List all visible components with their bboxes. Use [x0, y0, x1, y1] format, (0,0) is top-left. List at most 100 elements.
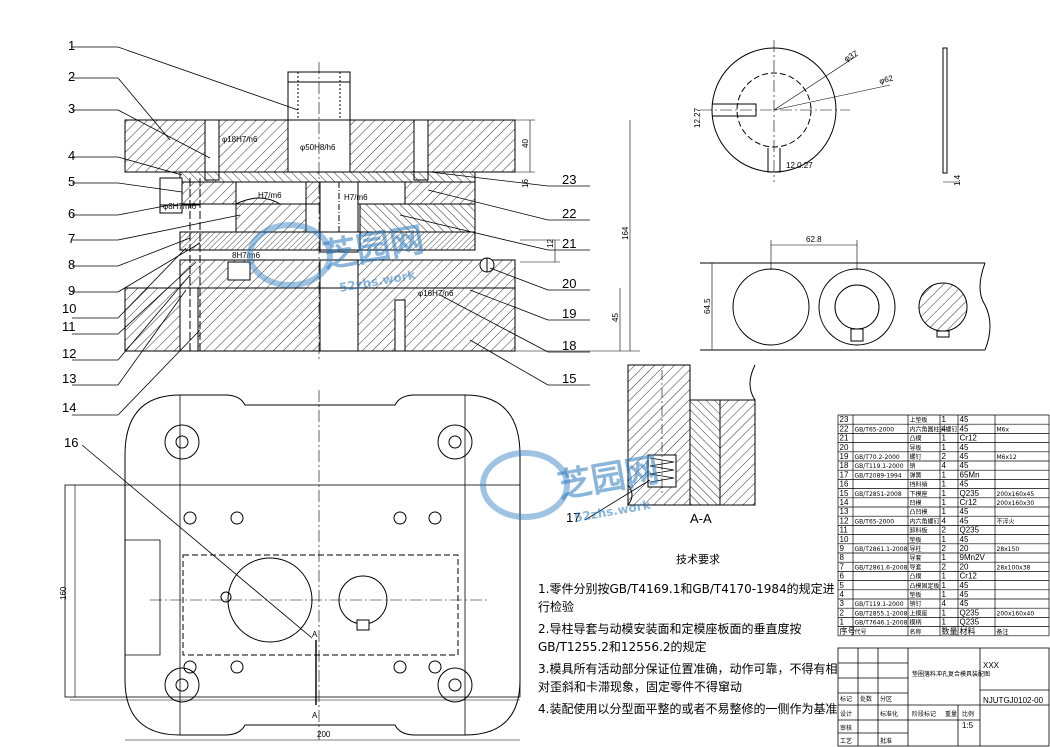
- tb-label: 工艺: [840, 737, 852, 745]
- bom-cell-mat: 20: [960, 544, 969, 553]
- bom-cell-no: 19: [840, 452, 849, 461]
- tb-label: 阶段标记: [912, 710, 936, 718]
- bom-cell-note: 200x160x45: [997, 491, 1035, 498]
- bom-cell-name: 垫板: [910, 591, 922, 599]
- bom-cell-mat: Cr12: [960, 498, 978, 507]
- bom-cell-mat: 45: [960, 443, 969, 452]
- bom-cell-no: 7: [840, 562, 845, 571]
- section-a-a-view: [584, 364, 756, 521]
- bom-cell-qty: 4: [942, 516, 947, 525]
- bom-cell-mat: 9Mn2V: [960, 553, 986, 562]
- callout-20: 20: [562, 276, 576, 291]
- bom-cell-mat: 45: [960, 452, 969, 461]
- bom-cell-qty: 1: [942, 415, 947, 424]
- bom-cell-code: 代号: [855, 628, 867, 636]
- dim-label: H7/m6: [344, 193, 368, 202]
- title-block: [837, 647, 1050, 747]
- bom-cell-no: 16: [840, 480, 849, 489]
- dim-label: 12.27: [693, 107, 702, 128]
- callout-1: 1: [68, 38, 75, 53]
- bom-cell-qty: 1: [942, 434, 947, 443]
- bom-cell-note: M6x12: [997, 454, 1017, 461]
- bom-cell-name: 卸料板: [910, 527, 928, 535]
- bom-cell-no: 18: [840, 461, 849, 470]
- bom-cell-note: 28x150: [997, 546, 1020, 553]
- bom-cell-mat: 45: [960, 516, 969, 525]
- callouts: 1 2 3 4 5 6 7 8 9 10 11 12 13 14 23 22 2…: [62, 38, 580, 525]
- bom-cell-mat: Q235: [960, 489, 980, 498]
- drawing-number: NJUTGJ0102-00: [983, 696, 1044, 705]
- bom-cell-mat: 45: [960, 590, 969, 599]
- bom-cell-qty: 1: [942, 507, 947, 516]
- callout-19: 19: [562, 306, 576, 321]
- bom-cell-mat: Q235: [960, 526, 980, 535]
- bom-cell-qty: 2: [942, 526, 947, 535]
- bom-cell-name: 凸模: [910, 573, 922, 581]
- bom-cell-mat: 45: [960, 415, 969, 424]
- tech-title: 技术要求: [676, 553, 720, 566]
- bom-cell-name: 凸凹模: [910, 508, 928, 516]
- callout-2: 2: [68, 69, 75, 84]
- dim-label: φ50H8/h6: [300, 143, 336, 152]
- strip-dimensions: 62.8 64.5: [703, 235, 822, 314]
- bom-cell-mat: 45: [960, 581, 969, 590]
- bom-cell-name: 导套: [910, 554, 922, 562]
- bom-cell-mat: 45: [960, 480, 969, 489]
- bom-cell-code: GB/T2861.1-2008: [855, 546, 908, 553]
- bom-cell-code: GB/T2089-1994: [855, 472, 902, 479]
- bom-cell-no: 4: [840, 590, 845, 599]
- bom-cell-qty: 2: [942, 562, 947, 571]
- washer-dimensions: φ37 φ62 12.27 12 0.27 1.4: [693, 49, 962, 186]
- dim-label: 40: [521, 139, 530, 148]
- bom-cell-no: 3: [840, 599, 845, 608]
- bom-cell-mat: Q235: [960, 608, 980, 617]
- tb-label: 比例: [962, 710, 974, 718]
- dim-label: 164: [621, 226, 630, 240]
- section-aa-label: A-A: [690, 511, 712, 526]
- bom-cell-mat: 45: [960, 507, 969, 516]
- upper-backing-plate: [179, 171, 476, 183]
- tb-label: 标准化: [880, 710, 898, 718]
- bom-cell-note: 200x160x30: [997, 500, 1035, 507]
- bom-cell-note: 不淬火: [997, 517, 1015, 525]
- bom-cell-note: 200x160x40: [997, 610, 1035, 617]
- bom-cell-qty: 1: [942, 480, 947, 489]
- callout-17: 17: [566, 510, 580, 525]
- bom-cell-mat: Cr12: [960, 572, 978, 581]
- callout-14: 14: [62, 400, 76, 415]
- plan-view: [64, 390, 521, 741]
- bom-cell-no: 5: [840, 581, 845, 590]
- bom-cell-no: 11: [840, 526, 849, 535]
- bom-cell-no: 8: [840, 553, 845, 562]
- bom-cell-qty: 数量: [942, 626, 958, 636]
- bom-cell-no: 21: [840, 434, 849, 443]
- dim-label: φ62: [878, 73, 894, 85]
- bom-cell-qty: 1: [942, 572, 947, 581]
- dim-label: 45: [611, 313, 620, 322]
- bom-cell-mat: 45: [960, 599, 969, 608]
- bom-cell-mat: Cr12: [960, 434, 978, 443]
- bom-cell-code: GB/T2855.1-2008: [855, 610, 908, 617]
- dim-label: φ18H7/n6: [222, 135, 258, 144]
- bom-cell-qty: 1: [942, 581, 947, 590]
- bom-cell-note: 备注: [997, 628, 1009, 636]
- title-block-text: 垫圈落料冲孔复合模具装配图 XXX NJUTGJ0102-00 1:5 标记 处…: [840, 661, 1044, 745]
- bom-cell-name: 内六角螺钉: [910, 517, 940, 525]
- bom-cell-name: 上模座: [910, 609, 928, 617]
- callout-12: 12: [62, 346, 76, 361]
- bom-cell-note: M6x: [997, 426, 1010, 433]
- bom-cell-code: GB/T7646.1-2008: [855, 620, 908, 627]
- bom-cell-name: 名称: [910, 628, 922, 636]
- callout-9: 9: [68, 283, 75, 298]
- tb-label: 批准: [880, 737, 892, 745]
- bom-cell-name: 螺钉: [910, 453, 922, 461]
- bom-cell-no: 17: [840, 470, 849, 479]
- bom-cell-no: 6: [840, 572, 845, 581]
- leader-lines-right: [399, 171, 590, 386]
- bom-cell-name: 挡料销: [910, 481, 928, 489]
- bom-cell-no: 14: [840, 498, 849, 507]
- bom-cell-code: GB/T2861.6-2008: [855, 564, 908, 571]
- dim-label: φ8H7/m6: [163, 202, 197, 211]
